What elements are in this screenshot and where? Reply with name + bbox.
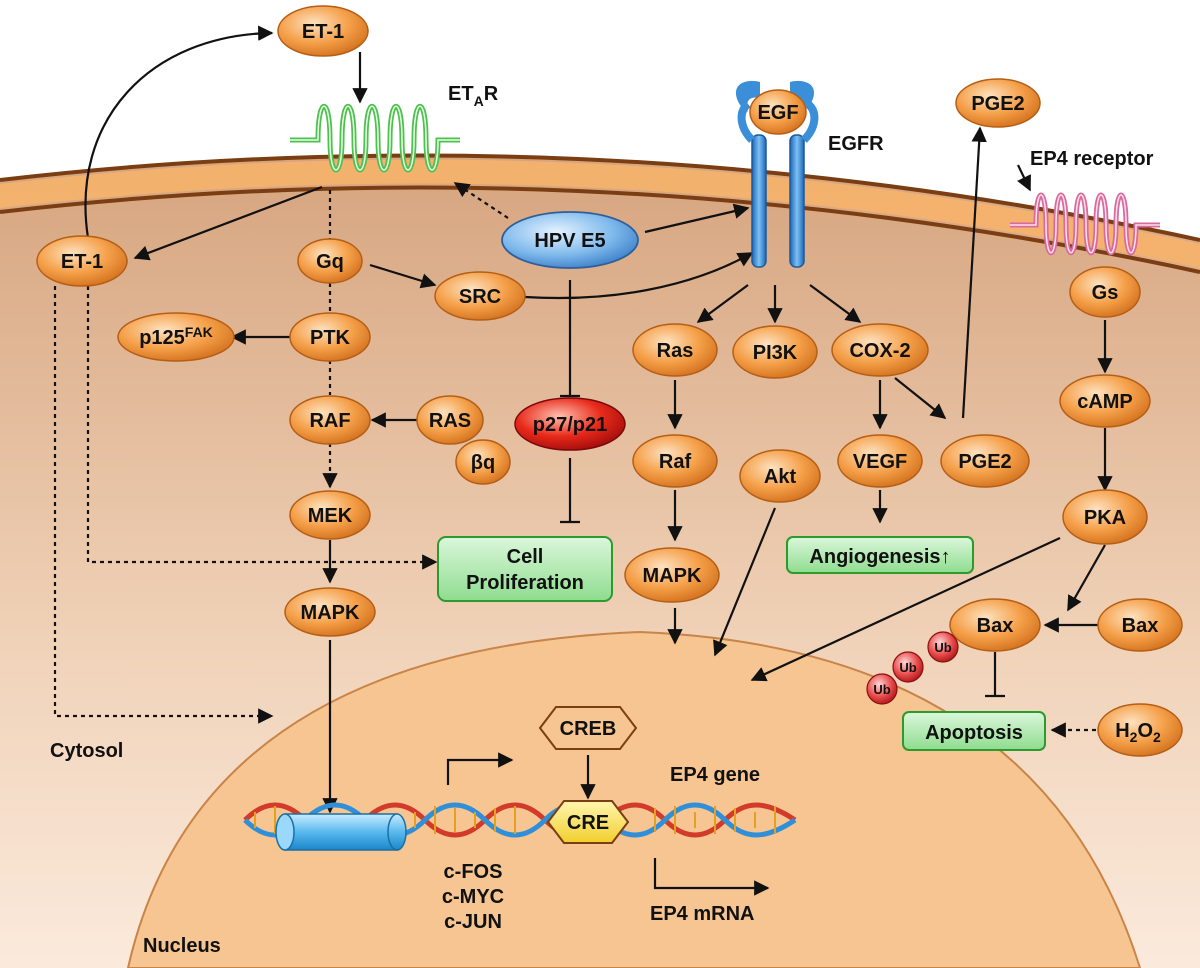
ep4-mrna-label: EP4 mRNA: [650, 903, 754, 925]
node-pge2-top: PGE2: [955, 78, 1041, 128]
svg-text:p125FAK: p125FAK: [139, 324, 213, 349]
node-hpv-e5: HPV E5: [501, 211, 639, 269]
ep4-receptor: [1010, 192, 1160, 256]
cfos-label: c-FOS: [444, 861, 503, 883]
dna-bound-cylinder: [275, 813, 407, 851]
svg-text:CREB: CREB: [560, 718, 617, 740]
svg-text:MAPK: MAPK: [301, 602, 360, 624]
cell-membrane-outer: [0, 153, 1200, 242]
node-p27-p21: p27/p21: [514, 397, 626, 451]
node-pi3k: PI3K: [732, 325, 818, 379]
node-mapk-mid: MAPK: [624, 547, 720, 603]
node-mapk-left: MAPK: [284, 587, 376, 637]
node-gs: Gs: [1069, 266, 1141, 318]
svg-text:CRE: CRE: [567, 812, 609, 834]
node-et1-left: ET-1: [36, 235, 128, 287]
ep4-gene-label: EP4 gene: [670, 764, 760, 786]
svg-text:Gs: Gs: [1092, 282, 1119, 304]
svg-text:Bax: Bax: [1122, 615, 1159, 637]
nucleus: [126, 630, 1142, 968]
cjun-label: c-JUN: [444, 911, 502, 933]
node-bax-center: Bax: [949, 598, 1041, 652]
svg-text:Gq: Gq: [316, 251, 344, 273]
cell-membrane-inner: [0, 185, 1200, 274]
svg-text:PGE2: PGE2: [958, 451, 1011, 473]
svg-text:COX-2: COX-2: [849, 340, 910, 362]
cre-node: CRE: [546, 800, 630, 844]
svg-text:HPV E5: HPV E5: [534, 230, 605, 252]
svg-text:Apoptosis: Apoptosis: [925, 722, 1023, 744]
svg-text:Ub: Ub: [899, 660, 916, 675]
egf-label: EGF: [757, 102, 798, 124]
svg-text:ET-1: ET-1: [61, 251, 103, 273]
egfr-receptor: [735, 80, 819, 268]
svg-text:Bax: Bax: [977, 615, 1014, 637]
node-beta-q: βq: [455, 439, 511, 485]
node-ras-mid: Ras: [632, 323, 718, 377]
svg-text:βq: βq: [471, 452, 495, 474]
node-vegf: VEGF: [837, 434, 923, 488]
svg-text:RAS: RAS: [429, 410, 471, 432]
node-pge2-mid: PGE2: [940, 434, 1030, 488]
creb-node: CREB: [538, 706, 638, 750]
svg-text:MAPK: MAPK: [643, 565, 702, 587]
svg-text:PKA: PKA: [1084, 507, 1126, 529]
node-raf-left: RAF: [289, 395, 371, 445]
node-ras-left: RAS: [416, 395, 484, 445]
apoptosis-box: Apoptosis: [902, 711, 1046, 751]
membrane-layer: [0, 159, 1200, 268]
node-et1-top: ET-1: [277, 5, 369, 57]
node-h2o2: H2O2: [1097, 703, 1183, 757]
node-akt: Akt: [739, 449, 821, 503]
node-pka: PKA: [1062, 489, 1148, 545]
svg-text:PGE2: PGE2: [971, 93, 1024, 115]
ep4-receptor-label: EP4 receptor: [1030, 148, 1154, 170]
svg-text:SRC: SRC: [459, 286, 501, 308]
node-mek: MEK: [289, 490, 371, 540]
svg-text:Raf: Raf: [659, 451, 692, 473]
svg-text:Ub: Ub: [934, 640, 951, 655]
cmyc-label: c-MYC: [442, 886, 504, 908]
node-ptk: PTK: [289, 312, 371, 362]
svg-text:Akt: Akt: [764, 466, 797, 488]
egf-node: [749, 89, 807, 135]
connectors: [53, 25, 1113, 896]
svg-text:Cell: Cell: [507, 546, 544, 568]
svg-text:PI3K: PI3K: [753, 342, 798, 364]
eta-receptor-label: ETAR: [448, 83, 499, 109]
egfr-label: EGFR: [828, 133, 884, 155]
svg-text:p27/p21: p27/p21: [533, 414, 607, 436]
node-camp: cAMP: [1059, 374, 1151, 428]
nucleus-label: Nucleus: [143, 935, 221, 957]
svg-text:H2O2: H2O2: [1115, 720, 1161, 745]
svg-text:Ras: Ras: [657, 340, 694, 362]
svg-text:RAF: RAF: [309, 410, 350, 432]
node-gq: Gq: [297, 238, 363, 284]
svg-text:MEK: MEK: [308, 505, 353, 527]
node-src: SRC: [434, 271, 526, 321]
cytosol-label: Cytosol: [50, 740, 123, 762]
svg-text:Ub: Ub: [873, 682, 890, 697]
ubiquitin-chain: Ub Ub Ub: [866, 631, 959, 705]
svg-text:VEGF: VEGF: [853, 451, 907, 473]
node-cox2: COX-2: [831, 323, 929, 377]
cell-proliferation-box: Cell Proliferation: [437, 536, 613, 602]
node-raf-mid: Raf: [632, 434, 718, 488]
angiogenesis-box: Angiogenesis↑: [786, 536, 974, 574]
svg-text:Proliferation: Proliferation: [466, 572, 584, 594]
node-p125fak: p125FAK: [117, 312, 235, 362]
svg-text:cAMP: cAMP: [1077, 391, 1133, 413]
eta-receptor: [290, 104, 460, 173]
svg-text:PTK: PTK: [310, 327, 351, 349]
svg-text:Angiogenesis↑: Angiogenesis↑: [809, 546, 950, 568]
svg-text:ET-1: ET-1: [302, 21, 344, 43]
node-bax-right: Bax: [1097, 598, 1183, 652]
